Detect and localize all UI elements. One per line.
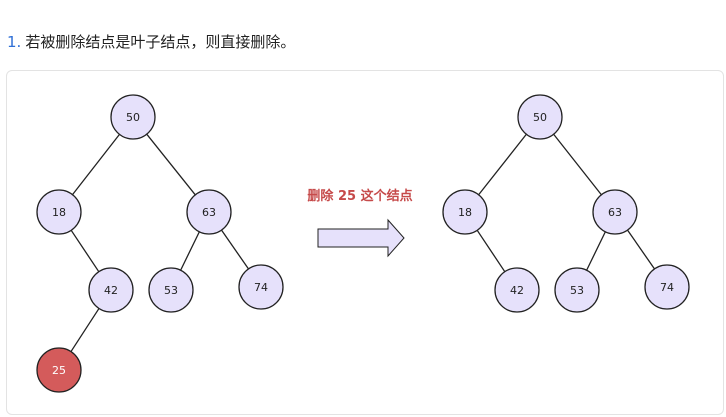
after-node-63: 63 (592, 189, 638, 235)
after-node-50: 50 (517, 94, 563, 140)
before-node-label: 18 (52, 206, 66, 219)
after-edge-m50-m63 (553, 133, 602, 196)
after-node-74: 74 (644, 264, 690, 310)
after-node-label: 50 (533, 111, 547, 124)
before-tree-edges (70, 133, 249, 352)
after-edge-m63-m74 (627, 229, 655, 270)
after-node-circle (554, 267, 600, 313)
after-edge-m50-m18 (478, 133, 527, 196)
before-node-50: 50 (110, 94, 156, 140)
before-node-label: 42 (104, 284, 118, 297)
step-number: 1. (7, 33, 22, 51)
after-node-circle (517, 94, 563, 140)
after-node-label: 18 (458, 206, 472, 219)
before-tree: 50 18 63 42 53 74 25 (36, 94, 284, 393)
before-node-circle (148, 267, 194, 313)
after-node-label: 63 (608, 206, 622, 219)
before-node-circle (36, 347, 82, 393)
before-node-circle (36, 189, 82, 235)
before-edge-n42-n25 (70, 308, 100, 352)
before-node-25: 25 (36, 347, 82, 393)
before-node-label: 74 (254, 281, 268, 294)
before-edge-n50-n18 (72, 133, 120, 196)
step-text: 若被删除结点是叶子结点，则直接删除。 (25, 33, 296, 51)
after-node-label: 42 (510, 284, 524, 297)
before-node-label: 50 (126, 111, 140, 124)
after-node-circle (494, 267, 540, 313)
before-node-42: 42 (88, 267, 134, 313)
before-node-circle (238, 264, 284, 310)
before-node-circle (186, 189, 232, 235)
before-edge-n18-n42 (70, 229, 100, 273)
before-node-63: 63 (186, 189, 232, 235)
before-node-circle (88, 267, 134, 313)
right-arrow-icon (317, 218, 405, 258)
before-edge-n63-n53 (180, 231, 200, 271)
before-edge-n50-n63 (146, 133, 196, 196)
before-node-label: 25 (52, 364, 66, 377)
after-node-53: 53 (554, 267, 600, 313)
before-node-label: 63 (202, 206, 216, 219)
before-node-74: 74 (238, 264, 284, 310)
before-edge-n63-n74 (221, 229, 249, 270)
after-edge-m63-m53 (586, 231, 606, 271)
after-node-circle (592, 189, 638, 235)
operation-label: 删除 25 这个结点 (307, 188, 412, 204)
after-node-circle (644, 264, 690, 310)
before-node-18: 18 (36, 189, 82, 235)
step-instruction: 1.若被删除结点是叶子结点，则直接删除。 (7, 31, 295, 52)
after-node-42: 42 (494, 267, 540, 313)
before-node-circle (110, 94, 156, 140)
before-node-label: 53 (164, 284, 178, 297)
after-node-label: 74 (660, 281, 674, 294)
before-node-53: 53 (148, 267, 194, 313)
after-edge-m18-m42 (476, 229, 506, 273)
after-node-18: 18 (442, 189, 488, 235)
after-tree: 50 18 63 42 53 74 (442, 94, 690, 313)
after-node-label: 53 (570, 284, 584, 297)
after-tree-edges (476, 133, 655, 273)
after-node-circle (442, 189, 488, 235)
